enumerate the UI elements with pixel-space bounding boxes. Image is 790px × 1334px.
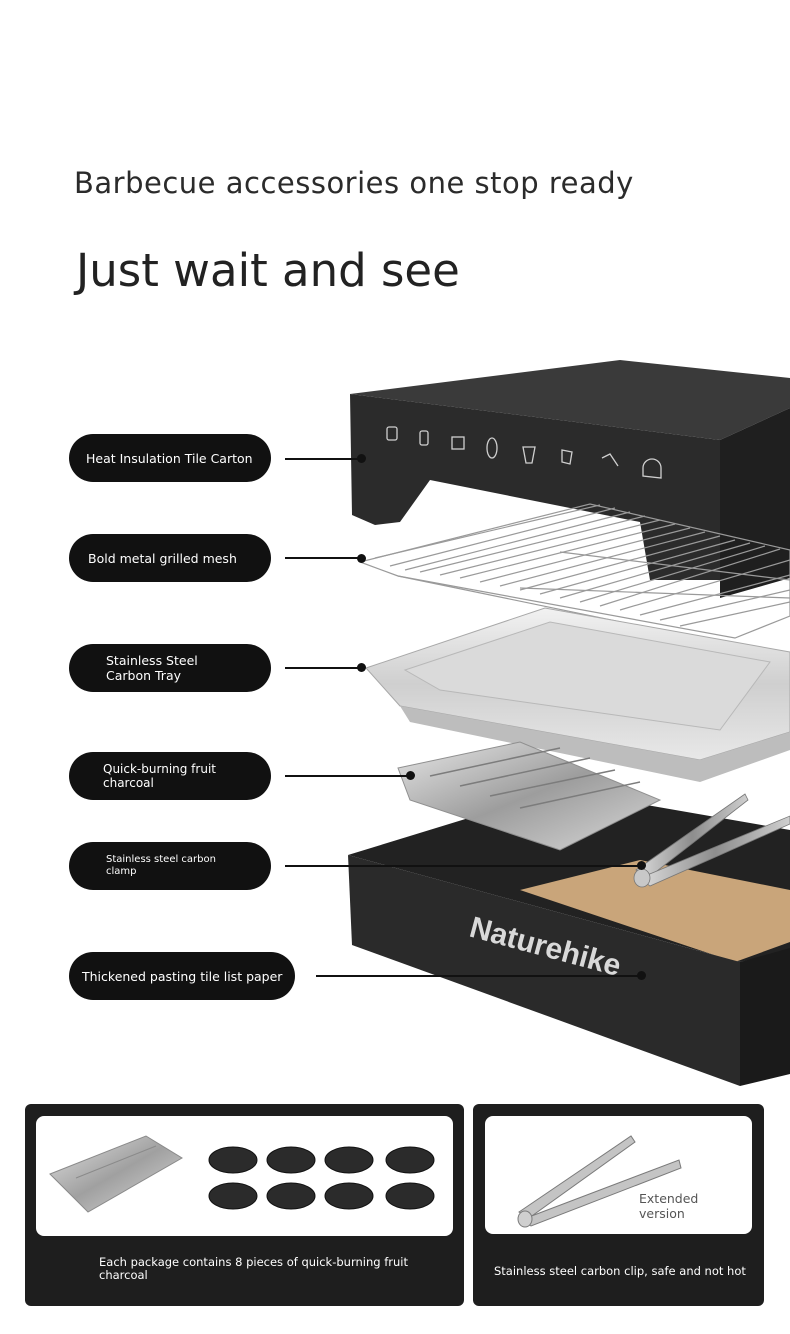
charcoal-package-illustration bbox=[49, 1135, 435, 1213]
charcoal-caption: Each package contains 8 pieces of quick-… bbox=[99, 1256, 408, 1282]
extended-version-note: Extended version bbox=[639, 1191, 698, 1221]
clip-illustration bbox=[517, 1135, 682, 1228]
charcoal-image-card bbox=[36, 1116, 453, 1236]
caption-text: charcoal bbox=[99, 1268, 148, 1282]
label-carbon-tray: Stainless Steel Carbon Tray bbox=[69, 644, 271, 692]
foil-pack bbox=[49, 1135, 183, 1213]
leader-line bbox=[285, 557, 361, 559]
label-text: Stainless steel carbon bbox=[106, 854, 216, 865]
note-text: version bbox=[639, 1206, 685, 1221]
charcoal-packs bbox=[397, 741, 662, 851]
kraft-lined-box: Naturehike bbox=[348, 790, 790, 1086]
leader-dot bbox=[357, 454, 366, 463]
label-text: Thickened pasting tile list paper bbox=[82, 968, 283, 984]
charcoal-discs bbox=[208, 1146, 435, 1210]
leader-line bbox=[285, 458, 361, 460]
leader-dot bbox=[357, 663, 366, 672]
clip-image-card bbox=[485, 1116, 752, 1234]
label-text: Bold metal grilled mesh bbox=[88, 550, 237, 566]
leader-line bbox=[285, 775, 411, 777]
exploded-product-illustration: Naturehike bbox=[348, 360, 790, 1086]
label-pasting-paper: Thickened pasting tile list paper bbox=[69, 952, 295, 1000]
tongs-icon bbox=[517, 1135, 682, 1228]
caption-text: Each package contains 8 pieces of quick-… bbox=[99, 1255, 408, 1269]
carbon-clip-panel: Stainless steel carbon clip, safe and no… bbox=[473, 1104, 764, 1306]
charcoal-package-panel: Each package contains 8 pieces of quick-… bbox=[25, 1104, 464, 1306]
leader-line bbox=[285, 865, 641, 867]
label-charcoal: Quick-burning fruit charcoal bbox=[69, 752, 271, 800]
label-text: Carbon Tray bbox=[106, 668, 181, 683]
label-text: clamp bbox=[106, 866, 137, 877]
leader-line bbox=[316, 975, 641, 977]
grill-mesh bbox=[357, 503, 790, 639]
label-text: Quick-burning fruit bbox=[103, 762, 216, 776]
leader-dot bbox=[406, 771, 415, 780]
leader-dot bbox=[357, 554, 366, 563]
note-text: Extended bbox=[639, 1191, 699, 1206]
leader-dot bbox=[637, 971, 646, 980]
label-text: Stainless Steel bbox=[106, 653, 198, 668]
carbon-tongs bbox=[633, 793, 790, 888]
clip-caption: Stainless steel carbon clip, safe and no… bbox=[494, 1264, 746, 1278]
label-text: charcoal bbox=[103, 776, 154, 790]
label-grilled-mesh: Bold metal grilled mesh bbox=[69, 534, 271, 582]
headline: Barbecue accessories one stop ready bbox=[74, 166, 634, 200]
leader-line bbox=[285, 667, 361, 669]
stainless-carbon-tray bbox=[365, 607, 790, 782]
leader-dot bbox=[637, 861, 646, 870]
label-heat-insulation-carton: Heat Insulation Tile Carton bbox=[69, 434, 271, 482]
label-carbon-clamp: Stainless steel carbon clamp bbox=[69, 842, 271, 890]
subheadline: Just wait and see bbox=[76, 244, 460, 297]
heat-insulation-carton bbox=[350, 360, 790, 598]
label-text: Heat Insulation Tile Carton bbox=[86, 450, 253, 466]
